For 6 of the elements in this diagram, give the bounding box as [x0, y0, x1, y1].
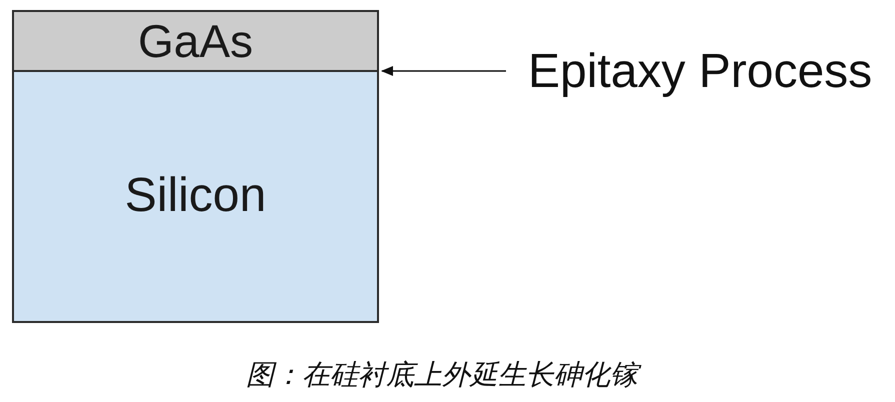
gaas-layer: [12, 10, 379, 72]
silicon-substrate: [12, 72, 379, 323]
layer-label: GaAs: [138, 16, 254, 66]
process-label: Epitaxy Process: [528, 44, 872, 100]
layer-label: Silicon: [124, 170, 266, 223]
arrow: [381, 66, 506, 76]
